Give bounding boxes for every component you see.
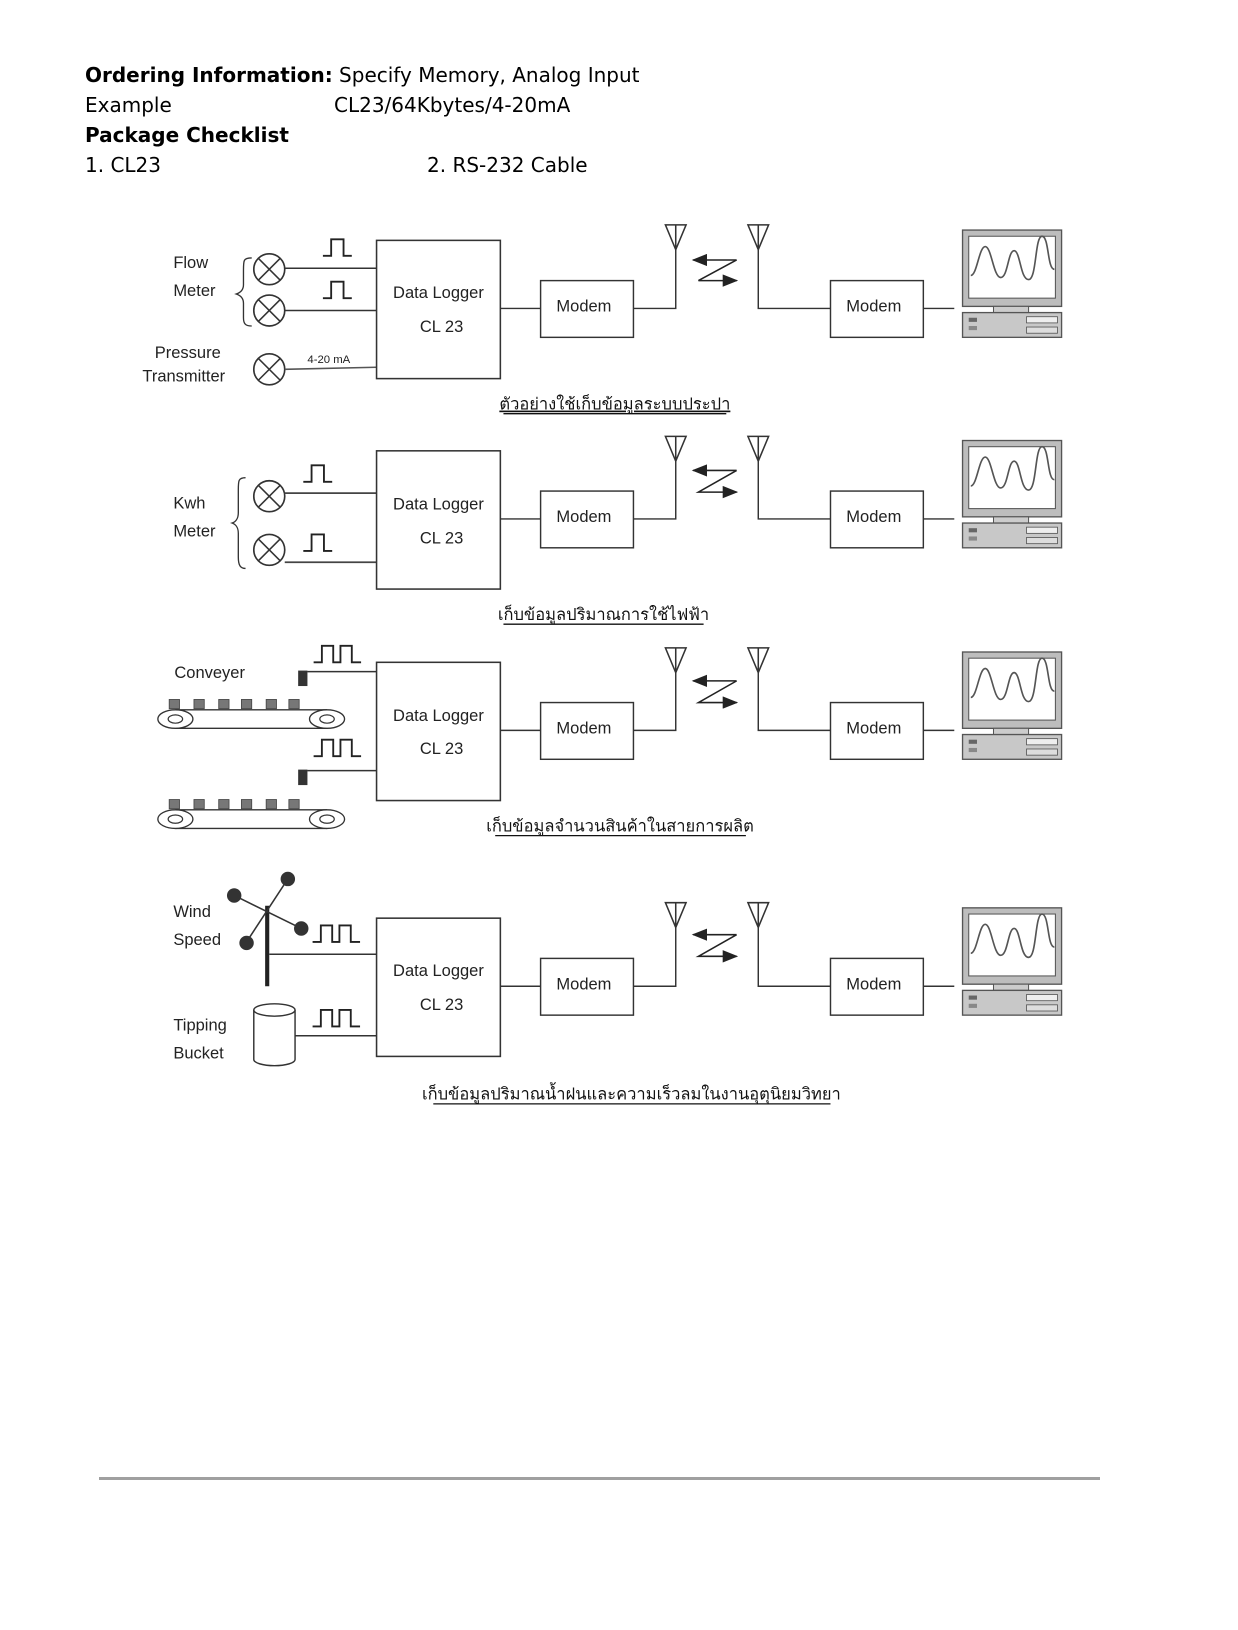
antenna-icon (664, 647, 687, 674)
conveyor-icon (157, 798, 346, 830)
conveyor-icon (157, 698, 346, 730)
modem-box (539, 957, 635, 1016)
modem-box (829, 701, 925, 761)
pulse-signal-icon (311, 924, 361, 943)
ordering-label: Ordering Information: (85, 63, 333, 87)
modem-label: Modem (556, 508, 611, 526)
antenna-icon (664, 435, 687, 462)
diagram-weather: Wind Speed Tipping Bucket Data Logger CL… (173, 871, 1063, 1105)
anemometer-icon (226, 871, 309, 987)
diagram-caption: เก็บข้อมูลจำนวนสินค้าในสายการผลิต (486, 816, 754, 837)
modem-label: Modem (846, 298, 901, 316)
modem-label: Modem (846, 975, 901, 993)
modem-label: Modem (846, 720, 901, 738)
sensor-label: Meter (173, 522, 216, 540)
example-value: CL23/64Kbytes/4-20mA (334, 93, 571, 117)
footer-divider (99, 1477, 1100, 1480)
computer-icon (961, 651, 1063, 761)
ordering-information: Ordering Information: Specify Memory, An… (85, 60, 640, 90)
modem-box (539, 701, 635, 761)
sensor-label: Meter (173, 282, 216, 300)
diagram-electricity: Kwh Meter Data Logger CL 23 Modem Modem … (173, 435, 1063, 625)
antenna-icon (747, 224, 770, 251)
example-line: Example CL23/64Kbytes/4-20mA (85, 90, 570, 120)
modem-label: Modem (846, 508, 901, 526)
data-logger-label: Data Logger (393, 496, 484, 514)
pulse-signal-icon (312, 644, 363, 664)
pulse-signal-icon (302, 464, 334, 483)
wireless-link-icon (698, 259, 739, 287)
modem-box (539, 279, 635, 339)
data-logger-model: CL 23 (420, 996, 463, 1014)
proximity-sensor-icon (298, 769, 308, 786)
data-logger-box (375, 661, 502, 802)
modem-box (539, 490, 635, 549)
pulse-signal-icon (302, 533, 334, 552)
proximity-sensor-icon (298, 670, 308, 687)
modem-box (829, 957, 925, 1016)
diagram-conveyor: Conveyer Data Logger CL 23 Modem Modem เ… (157, 644, 1063, 837)
antenna-icon (664, 901, 687, 929)
brace-icon (230, 476, 246, 570)
modem-box (829, 279, 925, 339)
data-logger-model: CL 23 (420, 318, 463, 336)
flow-meter-icon (252, 252, 286, 286)
diagram-caption: ตัวอย่างใช้เก็บข้อมูลระบบประปา (499, 394, 730, 415)
modem-label: Modem (556, 720, 611, 738)
checklist-item: 2. RS-232 Cable (427, 153, 588, 177)
computer-icon (961, 439, 1063, 549)
brace-icon (234, 257, 252, 327)
pulse-signal-icon (321, 238, 353, 257)
flow-meter-icon (252, 294, 286, 327)
kwh-meter-icon (252, 533, 286, 567)
wireless-link-icon (695, 469, 739, 499)
modem-label: Modem (556, 298, 611, 316)
checklist-item: 1. CL23 (85, 153, 161, 177)
example-label: Example (85, 93, 172, 117)
modem-box (829, 490, 925, 549)
data-logger-box (375, 239, 502, 380)
data-logger-label: Data Logger (393, 962, 484, 980)
ordering-text: Specify Memory, Analog Input (332, 63, 640, 87)
diagram-caption: เก็บข้อมูลปริมาณน้ำฝนและความเร็วลมในงานอ… (422, 1082, 841, 1105)
sensor-label: Conveyer (174, 664, 245, 682)
pulse-signal-icon (312, 738, 363, 758)
data-logger-box (375, 450, 502, 590)
data-logger-model: CL 23 (420, 740, 463, 758)
wireless-link-icon (695, 680, 739, 709)
antenna-icon (747, 901, 770, 929)
antenna-icon (747, 647, 770, 674)
antenna-icon (747, 435, 770, 462)
wireless-link-icon (695, 933, 739, 963)
package-checklist: 1. CL23 2. RS-232 Cable (85, 150, 588, 180)
sensor-label: Kwh (173, 495, 205, 513)
computer-icon (961, 907, 1063, 1016)
data-logger-model: CL 23 (420, 530, 463, 548)
analog-signal-label: 4-20 mA (307, 354, 350, 366)
data-logger-label: Data Logger (393, 707, 484, 725)
package-checklist-title: Package Checklist (85, 123, 289, 147)
sensor-label: Pressure (155, 344, 221, 362)
tipping-bucket-icon (253, 1003, 296, 1067)
antenna-icon (664, 224, 687, 251)
sensor-label: Transmitter (142, 368, 225, 386)
pulse-signal-icon (311, 1009, 361, 1028)
diagram-water-supply: Flow Meter Pressure Transmitter 4-20 mA … (142, 224, 1063, 415)
kwh-meter-icon (252, 479, 286, 513)
sensor-label: Bucket (173, 1044, 224, 1062)
modem-label: Modem (556, 975, 611, 993)
sensor-label: Flow (173, 254, 208, 272)
pressure-transmitter-icon (252, 353, 286, 386)
data-logger-box (375, 917, 502, 1058)
pulse-signal-icon (321, 280, 353, 300)
sensor-label: Speed (173, 931, 221, 949)
sensor-label: Wind (173, 903, 211, 921)
sensor-label: Tipping (173, 1017, 227, 1035)
data-logger-label: Data Logger (393, 284, 484, 302)
computer-icon (961, 229, 1063, 339)
diagram-caption: เก็บข้อมูลปริมาณการใช้ไฟฟ้า (498, 604, 709, 625)
